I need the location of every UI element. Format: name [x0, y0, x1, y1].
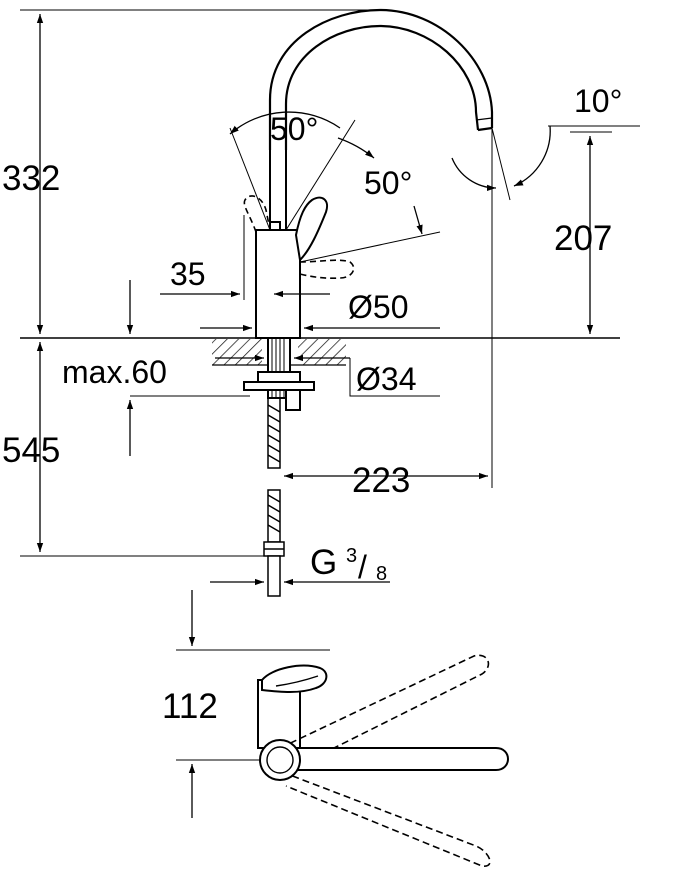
label-thread-slash: / [358, 549, 367, 585]
dim-112-lines [176, 590, 330, 818]
label-thread-g: G [310, 543, 337, 582]
dim-35-lines [160, 215, 330, 300]
label-angle-50-side: 50° [364, 165, 412, 201]
dim-max60-lines [126, 280, 250, 456]
spout [268, 8, 494, 150]
top-view-lever-dashed-down [281, 771, 491, 867]
supply-hose [263, 397, 285, 597]
dim-spout-angle-lines [451, 125, 640, 488]
dim-lever-angle-lines [229, 111, 441, 263]
label-max60: max.60 [62, 354, 167, 390]
label-spout-207: 207 [554, 219, 612, 258]
label-thread-denominator: 8 [376, 563, 387, 585]
label-angle-50-top: 50° [270, 111, 318, 147]
dim-d34-lines [215, 354, 440, 397]
dim-545-line [20, 342, 264, 557]
top-view-body [257, 664, 328, 749]
label-height-332: 332 [2, 159, 60, 198]
lever-dashed-back [243, 195, 271, 233]
faucet-body [255, 150, 301, 339]
mounting-shank [243, 337, 315, 411]
top-view-lever-dashed-up [279, 654, 490, 771]
label-thread-numerator: 3 [346, 545, 357, 567]
label-reach-223: 223 [352, 461, 410, 500]
dim-207-lines [570, 131, 612, 334]
countertop-section [212, 339, 346, 366]
dim-332-line [20, 9, 370, 334]
lever-dashed-forward [299, 259, 355, 279]
label-diameter-50: Ø50 [348, 289, 408, 325]
label-offset-35: 35 [170, 256, 206, 292]
label-spout-angle: 10° [574, 83, 622, 119]
lever-solid [294, 196, 328, 263]
top-view-lever-solid [259, 739, 509, 781]
label-hose-545: 545 [2, 431, 60, 470]
label-diameter-34: Ø34 [356, 361, 416, 397]
label-lever-112: 112 [162, 687, 218, 726]
